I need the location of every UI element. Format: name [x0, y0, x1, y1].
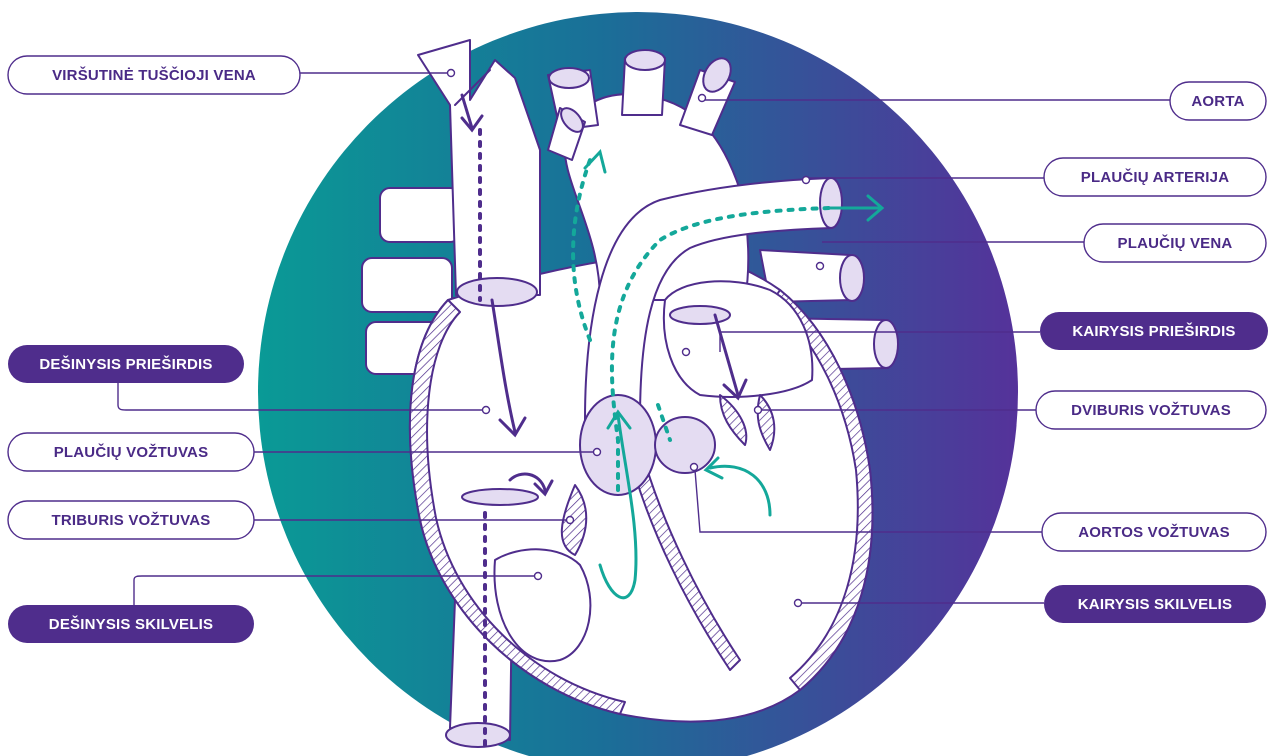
label-right-atrium: DEŠINYSIS PRIEŠIRDIS [8, 345, 244, 383]
label-superior-vena-cava-text: VIRŠUTINĖ TUŠČIOJI VENA [52, 66, 256, 84]
label-mitral-valve-text: DVIBURIS VOŽTUVAS [1071, 401, 1231, 419]
label-left-atrium-text: KAIRYSIS PRIEŠIRDIS [1072, 322, 1235, 340]
label-aortic-valve: AORTOS VOŽTUVAS [1042, 513, 1266, 551]
label-pulmonary-artery: PLAUČIŲ ARTERIJA [1044, 158, 1266, 196]
label-pulmonary-vein: PLAUČIŲ VENA [1084, 224, 1266, 262]
label-pulmonary-artery-text: PLAUČIŲ ARTERIJA [1081, 168, 1229, 186]
aortic-valve-shape [655, 417, 715, 473]
label-pulmonary-vein-text: PLAUČIŲ VENA [1118, 234, 1233, 252]
label-right-ventricle: DEŠINYSIS SKILVELIS [8, 605, 254, 643]
label-tricuspid-valve: TRIBURIS VOŽTUVAS [8, 501, 254, 539]
pulmonary-vessel-left-1 [380, 188, 460, 242]
label-pulmonary-valve: PLAUČIŲ VOŽTUVAS [8, 433, 254, 471]
label-aorta-text: AORTA [1191, 93, 1244, 110]
label-aorta: AORTA [1170, 82, 1266, 120]
label-left-ventricle: KAIRYSIS SKILVELIS [1044, 585, 1266, 623]
label-left-ventricle-text: KAIRYSIS SKILVELIS [1078, 596, 1232, 613]
label-right-ventricle-text: DEŠINYSIS SKILVELIS [49, 615, 213, 633]
tricuspid-valve-shape [462, 489, 538, 505]
label-right-atrium-text: DEŠINYSIS PRIEŠIRDIS [39, 355, 212, 373]
label-tricuspid-valve-text: TRIBURIS VOŽTUVAS [52, 511, 211, 529]
pulmonary-vessel-left-2 [362, 258, 452, 312]
label-pulmonary-valve-text: PLAUČIŲ VOŽTUVAS [54, 443, 209, 461]
label-superior-vena-cava: VIRŠUTINĖ TUŠČIOJI VENA [8, 56, 300, 94]
label-mitral-valve: DVIBURIS VOŽTUVAS [1036, 391, 1266, 429]
label-left-atrium: KAIRYSIS PRIEŠIRDIS [1040, 312, 1268, 350]
label-aortic-valve-text: AORTOS VOŽTUVAS [1078, 523, 1230, 541]
